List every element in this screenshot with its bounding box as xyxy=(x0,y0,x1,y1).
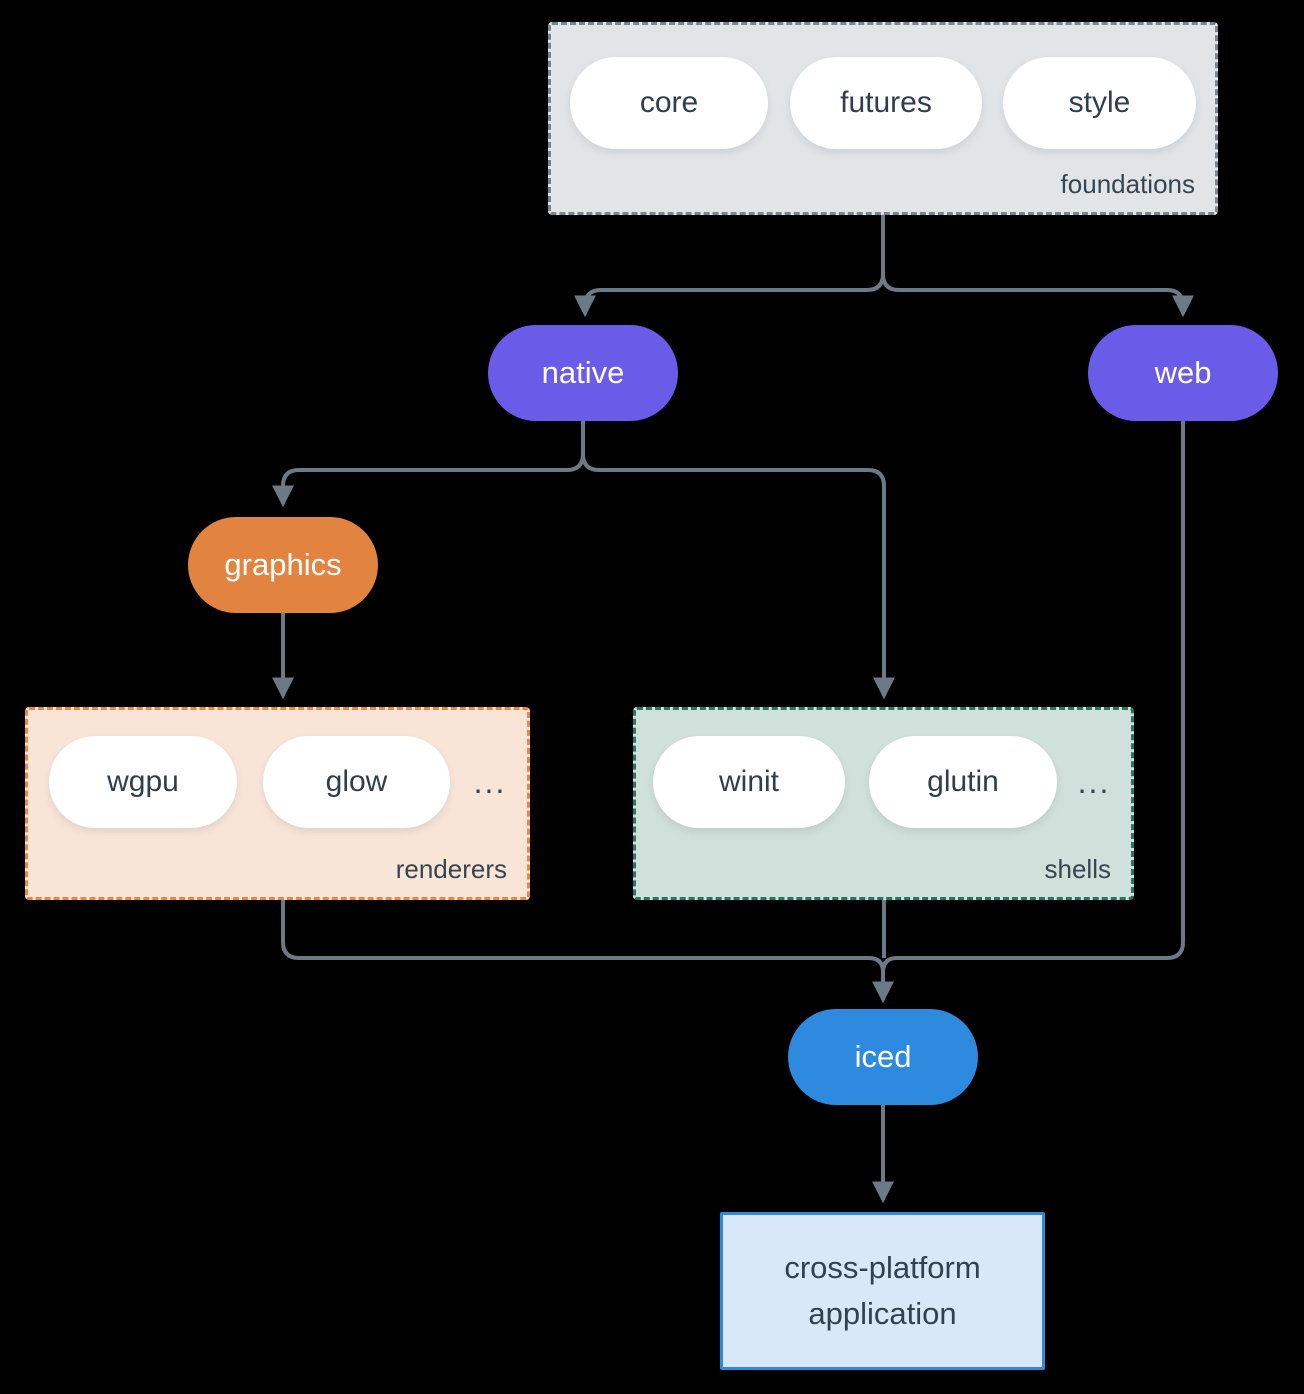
shells-group-label: shells xyxy=(1044,854,1111,884)
pill-glutin: glutin xyxy=(869,736,1057,828)
node-graphics: graphics xyxy=(188,517,378,613)
renderers-group-label: renderers xyxy=(395,854,507,884)
edge-foundations-native xyxy=(574,273,885,318)
node-native: native xyxy=(488,325,678,421)
pill-winit: winit xyxy=(653,736,845,828)
pill-core: core xyxy=(570,57,768,149)
node-web: web xyxy=(1088,325,1278,421)
node-iced: iced xyxy=(788,1009,978,1105)
application-label-line2: application xyxy=(808,1296,957,1331)
edge-renderers-merge xyxy=(281,900,885,973)
shells-ellipsis: ... xyxy=(1077,763,1111,800)
renderers-ellipsis: ... xyxy=(473,763,507,800)
edge-foundations-web xyxy=(881,273,1194,318)
edge-native-shells xyxy=(581,453,895,700)
application-box: cross-platform application xyxy=(720,1212,1045,1370)
shells-group: winit glutin ... shells xyxy=(633,707,1134,900)
pill-glow: glow xyxy=(263,736,450,828)
renderers-group: wgpu glow ... renderers xyxy=(25,707,530,900)
pill-style: style xyxy=(1003,57,1196,149)
foundations-group-label: foundations xyxy=(1060,169,1195,199)
pill-wgpu: wgpu xyxy=(49,736,237,828)
pill-futures: futures xyxy=(790,57,982,149)
application-label-line1: cross-platform xyxy=(784,1250,981,1285)
foundations-group: core futures style foundations xyxy=(548,22,1218,215)
edge-native-graphics xyxy=(272,453,585,508)
